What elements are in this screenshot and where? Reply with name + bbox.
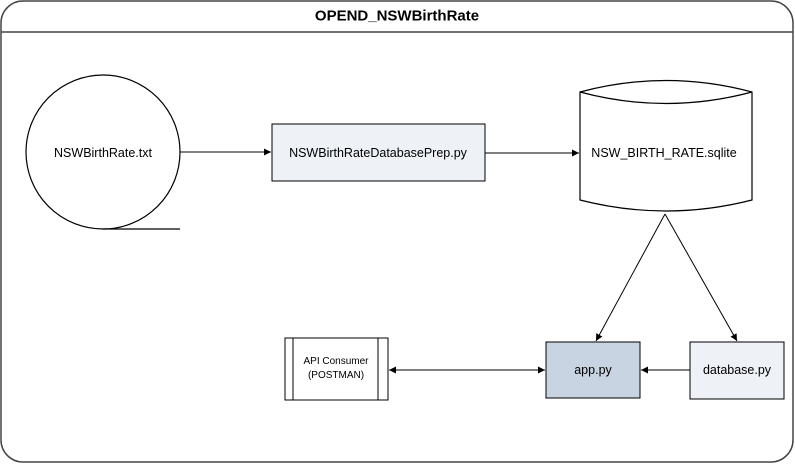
app-label: app.py [574,363,612,377]
database-module-label: database.py [702,363,772,377]
api-consumer-label-line1: API Consumer [303,356,369,367]
edge-database-to-app [595,213,666,342]
prep-script-label: NSWBirthRateDatabasePrep.py [289,146,467,160]
input-file-label: NSWBirthRate.txt [54,146,152,160]
database-file-label: NSW_BIRTH_RATE.sqlite [591,146,737,160]
edge-database-to-module [664,213,738,342]
api-consumer-node [284,337,389,401]
api-consumer-label: API Consumer (POSTMAN) [294,355,378,383]
diagram-title: OPEND_NSWBirthRate [314,7,480,25]
app-node [545,341,641,399]
prep-script-node [271,123,486,182]
api-consumer-label-line2: (POSTMAN) [307,370,365,381]
database-module-node [689,341,785,400]
database-file-node [579,79,753,212]
database-file-top-rim [579,91,753,105]
